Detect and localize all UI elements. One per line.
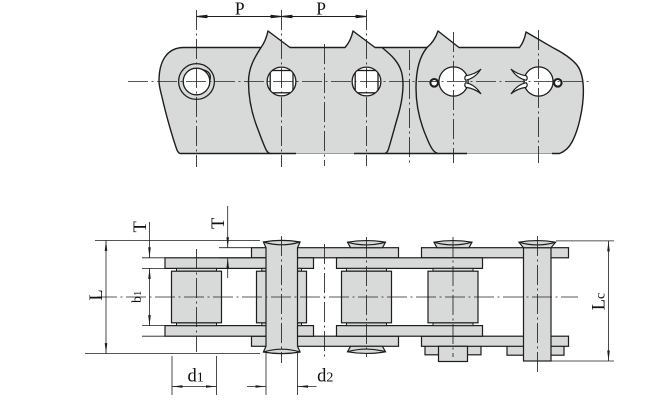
svg-text:Lc: Lc — [589, 293, 609, 311]
svg-text:L: L — [87, 289, 107, 300]
svg-text:T: T — [131, 221, 151, 232]
svg-text:P: P — [235, 0, 245, 19]
svg-text:d1: d1 — [187, 367, 203, 387]
svg-text:P: P — [316, 0, 326, 19]
svg-text:d2: d2 — [317, 367, 333, 387]
svg-text:b1: b1 — [129, 291, 144, 303]
svg-text:T: T — [209, 218, 229, 229]
